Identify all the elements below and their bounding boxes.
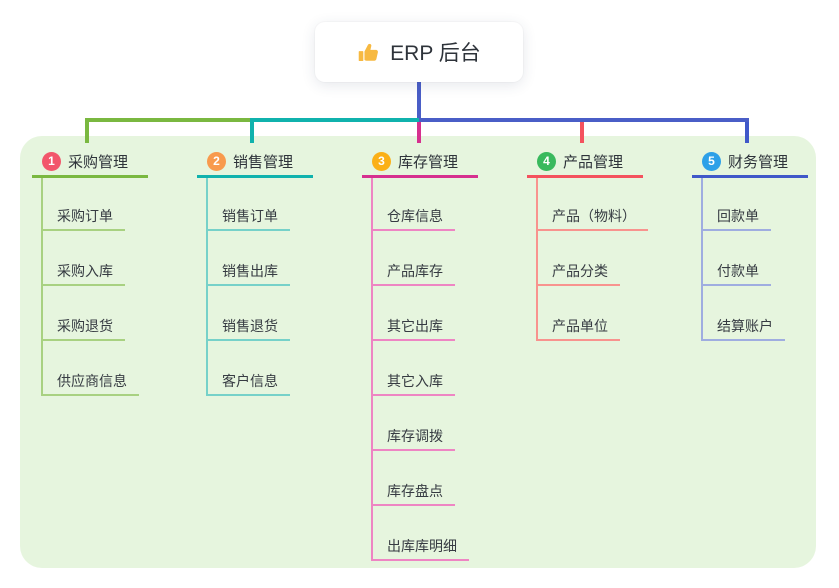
mindmap-item[interactable]: 产品（物料） (536, 205, 648, 231)
thumbs-up-icon (357, 41, 380, 64)
branch-title-underline (32, 175, 148, 178)
branch-drop-connector (745, 122, 749, 143)
branch-title-underline (692, 175, 808, 178)
root-connector-vertical (417, 82, 421, 122)
branch-title-underline (197, 175, 313, 178)
mindmap-item[interactable]: 产品分类 (536, 260, 620, 286)
mindmap-item[interactable]: 客户信息 (206, 370, 290, 396)
branch-number-badge: 5 (702, 151, 721, 171)
mindmap-item[interactable]: 供应商信息 (41, 370, 139, 396)
mindmap-item[interactable]: 付款单 (701, 260, 771, 286)
mindmap-item[interactable]: 其它出库 (371, 315, 455, 341)
mindmap-item[interactable]: 采购订单 (41, 205, 125, 231)
root-title: ERP 后台 (390, 42, 481, 65)
trunk-segment-teal (250, 118, 419, 122)
branches-panel (20, 136, 816, 568)
branch-rail-connector (536, 178, 538, 339)
mindmap-item[interactable]: 采购退货 (41, 315, 125, 341)
branch-title: 产品管理 (563, 153, 624, 171)
branch-number-badge: 2 (207, 151, 226, 171)
mindmap-item[interactable]: 回款单 (701, 205, 771, 231)
branch-title: 销售管理 (233, 153, 294, 171)
branch-rail-connector (41, 178, 43, 394)
trunk-segment-green (85, 118, 252, 122)
branch-drop-connector (85, 122, 89, 143)
branch-number-badge: 3 (372, 151, 391, 171)
branch-rail-connector (371, 178, 373, 559)
branch-rail-connector (701, 178, 703, 339)
mindmap-item[interactable]: 销售出库 (206, 260, 290, 286)
branch-rail-connector (206, 178, 208, 394)
mindmap-item[interactable]: 产品单位 (536, 315, 620, 341)
mindmap-item[interactable]: 库存调拨 (371, 425, 455, 451)
mindmap-item[interactable]: 仓库信息 (371, 205, 455, 231)
mindmap-item[interactable]: 其它入库 (371, 370, 455, 396)
branch-number-badge: 1 (42, 151, 61, 171)
branch-header[interactable]: 3 库存管理 (372, 150, 458, 172)
trunk-segment-blue (419, 118, 749, 122)
branch-title: 财务管理 (728, 153, 789, 171)
branch-title: 采购管理 (68, 153, 129, 171)
mindmap-item[interactable]: 库存盘点 (371, 480, 455, 506)
branch-drop-connector (417, 122, 421, 143)
branch-header[interactable]: 5 财务管理 (702, 150, 788, 172)
branch-title-underline (362, 175, 478, 178)
mindmap-item[interactable]: 采购入库 (41, 260, 125, 286)
branch-number-badge: 4 (537, 151, 556, 171)
branch-title-underline (527, 175, 643, 178)
mindmap-item[interactable]: 销售退货 (206, 315, 290, 341)
mindmap-item[interactable]: 产品库存 (371, 260, 455, 286)
branch-title: 库存管理 (398, 153, 459, 171)
branch-drop-connector (580, 122, 584, 143)
mindmap-item[interactable]: 出库库明细 (371, 535, 469, 561)
branch-drop-connector (250, 122, 254, 143)
branch-header[interactable]: 1 采购管理 (42, 150, 128, 172)
branch-header[interactable]: 4 产品管理 (537, 150, 623, 172)
branch-header[interactable]: 2 销售管理 (207, 150, 293, 172)
mindmap-item[interactable]: 销售订单 (206, 205, 290, 231)
root-node[interactable]: ERP 后台 (315, 22, 523, 82)
mindmap-item[interactable]: 结算账户 (701, 315, 785, 341)
